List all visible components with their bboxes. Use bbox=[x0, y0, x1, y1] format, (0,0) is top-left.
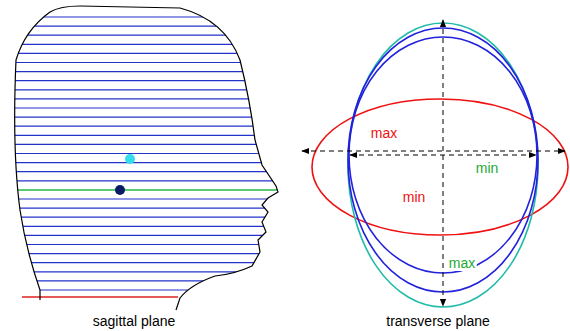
dimension-arrow bbox=[302, 151, 565, 152]
slice-line bbox=[10, 53, 285, 54]
axis-label: max bbox=[447, 255, 477, 271]
axis-label: max bbox=[369, 125, 399, 141]
view-caption: sagittal plane bbox=[91, 313, 178, 329]
slice-line bbox=[10, 98, 285, 99]
slice-line bbox=[10, 198, 285, 199]
slice-line bbox=[10, 16, 285, 17]
slice-line bbox=[10, 126, 285, 127]
slice-line bbox=[10, 144, 285, 145]
base-line bbox=[22, 296, 178, 298]
slice-line bbox=[10, 26, 285, 27]
slice-line bbox=[10, 180, 285, 181]
slice-line bbox=[10, 116, 285, 117]
slice-line bbox=[10, 253, 285, 254]
head-outline bbox=[15, 6, 278, 310]
marker-dot bbox=[115, 185, 125, 195]
slice-line bbox=[10, 235, 285, 236]
slice-line bbox=[10, 135, 285, 136]
slice-line bbox=[10, 71, 285, 72]
axis-label: min bbox=[401, 189, 428, 205]
view-caption: transverse plane bbox=[384, 313, 492, 329]
slice-line bbox=[10, 289, 285, 290]
axis-label: min bbox=[474, 160, 501, 176]
slice-line bbox=[10, 44, 285, 45]
slice-line bbox=[10, 217, 285, 218]
marker-dot bbox=[125, 154, 135, 164]
slice-line bbox=[10, 89, 285, 90]
slice-line bbox=[10, 262, 285, 263]
reference-slice bbox=[18, 189, 280, 191]
slice-line bbox=[10, 280, 285, 281]
slice-line bbox=[10, 226, 285, 227]
slice-line bbox=[10, 107, 285, 108]
slice-line bbox=[10, 208, 285, 209]
slice-line bbox=[10, 62, 285, 63]
slice-lines bbox=[10, 17, 285, 290]
slice-line bbox=[10, 244, 285, 245]
slice-line bbox=[10, 153, 285, 154]
slice-line bbox=[10, 271, 285, 272]
dimension-arrow bbox=[443, 20, 444, 306]
slice-line bbox=[10, 35, 285, 36]
slice-line bbox=[10, 80, 285, 81]
slice-line bbox=[10, 171, 285, 172]
slice-line bbox=[10, 162, 285, 163]
